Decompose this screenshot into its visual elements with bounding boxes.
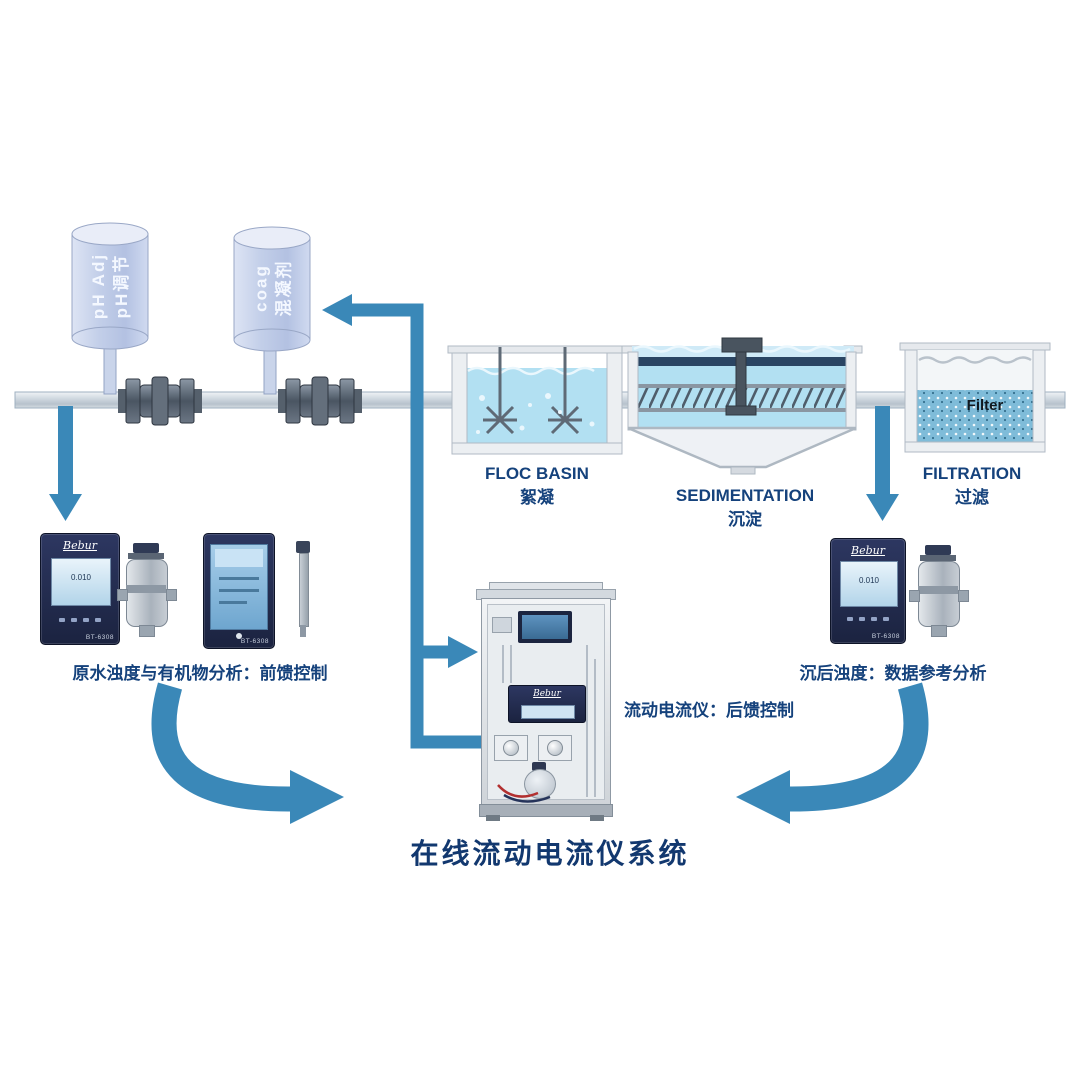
floc-bubbles (476, 393, 595, 434)
sensor-nozzle-right (958, 590, 969, 602)
sensor-tip (139, 625, 155, 637)
controller-buttons (41, 618, 119, 622)
sensor-cap (133, 543, 159, 553)
pipe-fitting-coag (278, 376, 362, 426)
streaming-current-cabinet: Bebur (476, 582, 616, 824)
model-label: BT-6308 (85, 634, 114, 641)
floc-basin-label: FLOC BASIN 絮凝 (437, 462, 637, 510)
right-flow-sensor (909, 545, 969, 637)
model-label: BT-6308 (240, 638, 269, 645)
ph-tank-label: pH Adj pH调节 (50, 226, 170, 346)
sedimentation-basin (621, 337, 863, 475)
cabinet-display-unit (518, 611, 572, 643)
sensor-tip (931, 625, 947, 637)
floc-basin (447, 345, 627, 455)
right-analyzer-caption: 沉后浊度：数据参考分析 (799, 664, 987, 683)
cabinet-cables (497, 784, 551, 803)
left-feedback-arrow (151, 682, 344, 824)
cabinet-controller: Bebur (508, 685, 586, 723)
model-label: BT-6308 (871, 633, 900, 640)
dosing-control-line (352, 303, 482, 749)
right-turbidity-controller: Bebur 0.010 BT-6308 (830, 538, 906, 644)
filter-media-label: Filter (967, 397, 1004, 414)
left-analyzer-caption: 原水浊度与有机物分析：前馈控制 (72, 664, 328, 683)
coag-tank-label-en: coag (251, 264, 270, 312)
analyzer-touchscreen (210, 544, 268, 630)
cabinet-foot-left (486, 815, 500, 821)
cabinet-body: Bebur (481, 598, 611, 806)
sensor-nozzle-right (166, 589, 177, 601)
filtration-label-en: FILTRATION (922, 464, 1022, 483)
brand-label: Bebur (533, 689, 561, 699)
sensor-body (126, 559, 168, 627)
dosing-arrowhead-coag (322, 294, 352, 326)
floc-basin-label-zh: 絮凝 (520, 488, 554, 507)
screen-value: 0.010 (70, 573, 92, 582)
touchscreen-header (215, 549, 263, 567)
controller-screen: 0.010 (840, 561, 898, 607)
pump-rotor (547, 740, 563, 756)
page-title: 在线流动电流仪系统 (410, 838, 690, 869)
pump-rotor (503, 740, 519, 756)
coag-tank-label-zh: 混凝剂 (274, 259, 293, 317)
dosing-arrowhead-cabinet (448, 636, 478, 668)
sample-cell (524, 769, 556, 799)
sample-cell-cap (532, 762, 546, 771)
floc-basin-label-en: FLOC BASIN (485, 464, 589, 483)
cabinet-foot-right (590, 815, 604, 821)
probe-tip (300, 625, 306, 637)
cabinet-controller-screen (521, 705, 575, 719)
probe-cap (296, 541, 310, 553)
sedimentation-label-en: SEDIMENTATION (675, 486, 815, 505)
cabinet-display-screen (522, 615, 568, 639)
pipe-fitting-ph (118, 376, 202, 426)
sedimentation-label: SEDIMENTATION 沉淀 (645, 484, 845, 532)
sensor-ring (128, 553, 164, 559)
sensor-ring (920, 555, 956, 561)
sedimentation-scraper-drive (721, 337, 763, 416)
brand-label: Bebur (851, 544, 885, 557)
coag-tank (233, 226, 311, 352)
home-button (236, 633, 242, 639)
controller-screen: 0.010 (51, 558, 111, 606)
sensor-band (918, 586, 958, 594)
controller-buttons (831, 617, 905, 621)
dosing-probe (294, 541, 312, 637)
down-arrow-left (49, 406, 82, 521)
filtration-label-zh: 过滤 (955, 488, 989, 507)
filtration-tank: Filter (899, 342, 1051, 453)
coag-tank-label: coag 混凝剂 (212, 228, 332, 348)
right-feedback-arrow (736, 682, 929, 824)
left-organics-analyzer: BT-6308 (203, 533, 275, 649)
floc-mixers (483, 347, 582, 435)
ph-tank-label-en: pH Adj (88, 252, 108, 320)
probe-body (299, 553, 309, 627)
center-analyzer-caption: 流动电流仪：后馈控制 (624, 701, 794, 720)
sensor-nozzle-left (117, 589, 128, 601)
sedimentation-label-zh: 沉淀 (728, 510, 762, 529)
sensor-nozzle-left (909, 590, 920, 602)
sensor-cap (925, 545, 951, 555)
screen-value: 0.010 (858, 576, 880, 585)
filter-media (917, 390, 1033, 442)
down-arrow-right (866, 406, 899, 521)
sample-pump-1 (494, 735, 528, 761)
cabinet-gauge (492, 617, 512, 633)
sensor-body (918, 561, 960, 627)
sample-pump-2 (538, 735, 572, 761)
ph-tank-label-zh: pH调节 (111, 253, 131, 319)
sensor-band (126, 585, 166, 593)
filtration-label: FILTRATION 过滤 (872, 462, 1072, 510)
ph-tank (71, 222, 149, 350)
left-flow-sensor (117, 543, 177, 637)
cabinet-base (479, 804, 613, 817)
left-turbidity-controller: Bebur 0.010 BT-6308 (40, 533, 120, 645)
brand-label: Bebur (63, 539, 97, 552)
